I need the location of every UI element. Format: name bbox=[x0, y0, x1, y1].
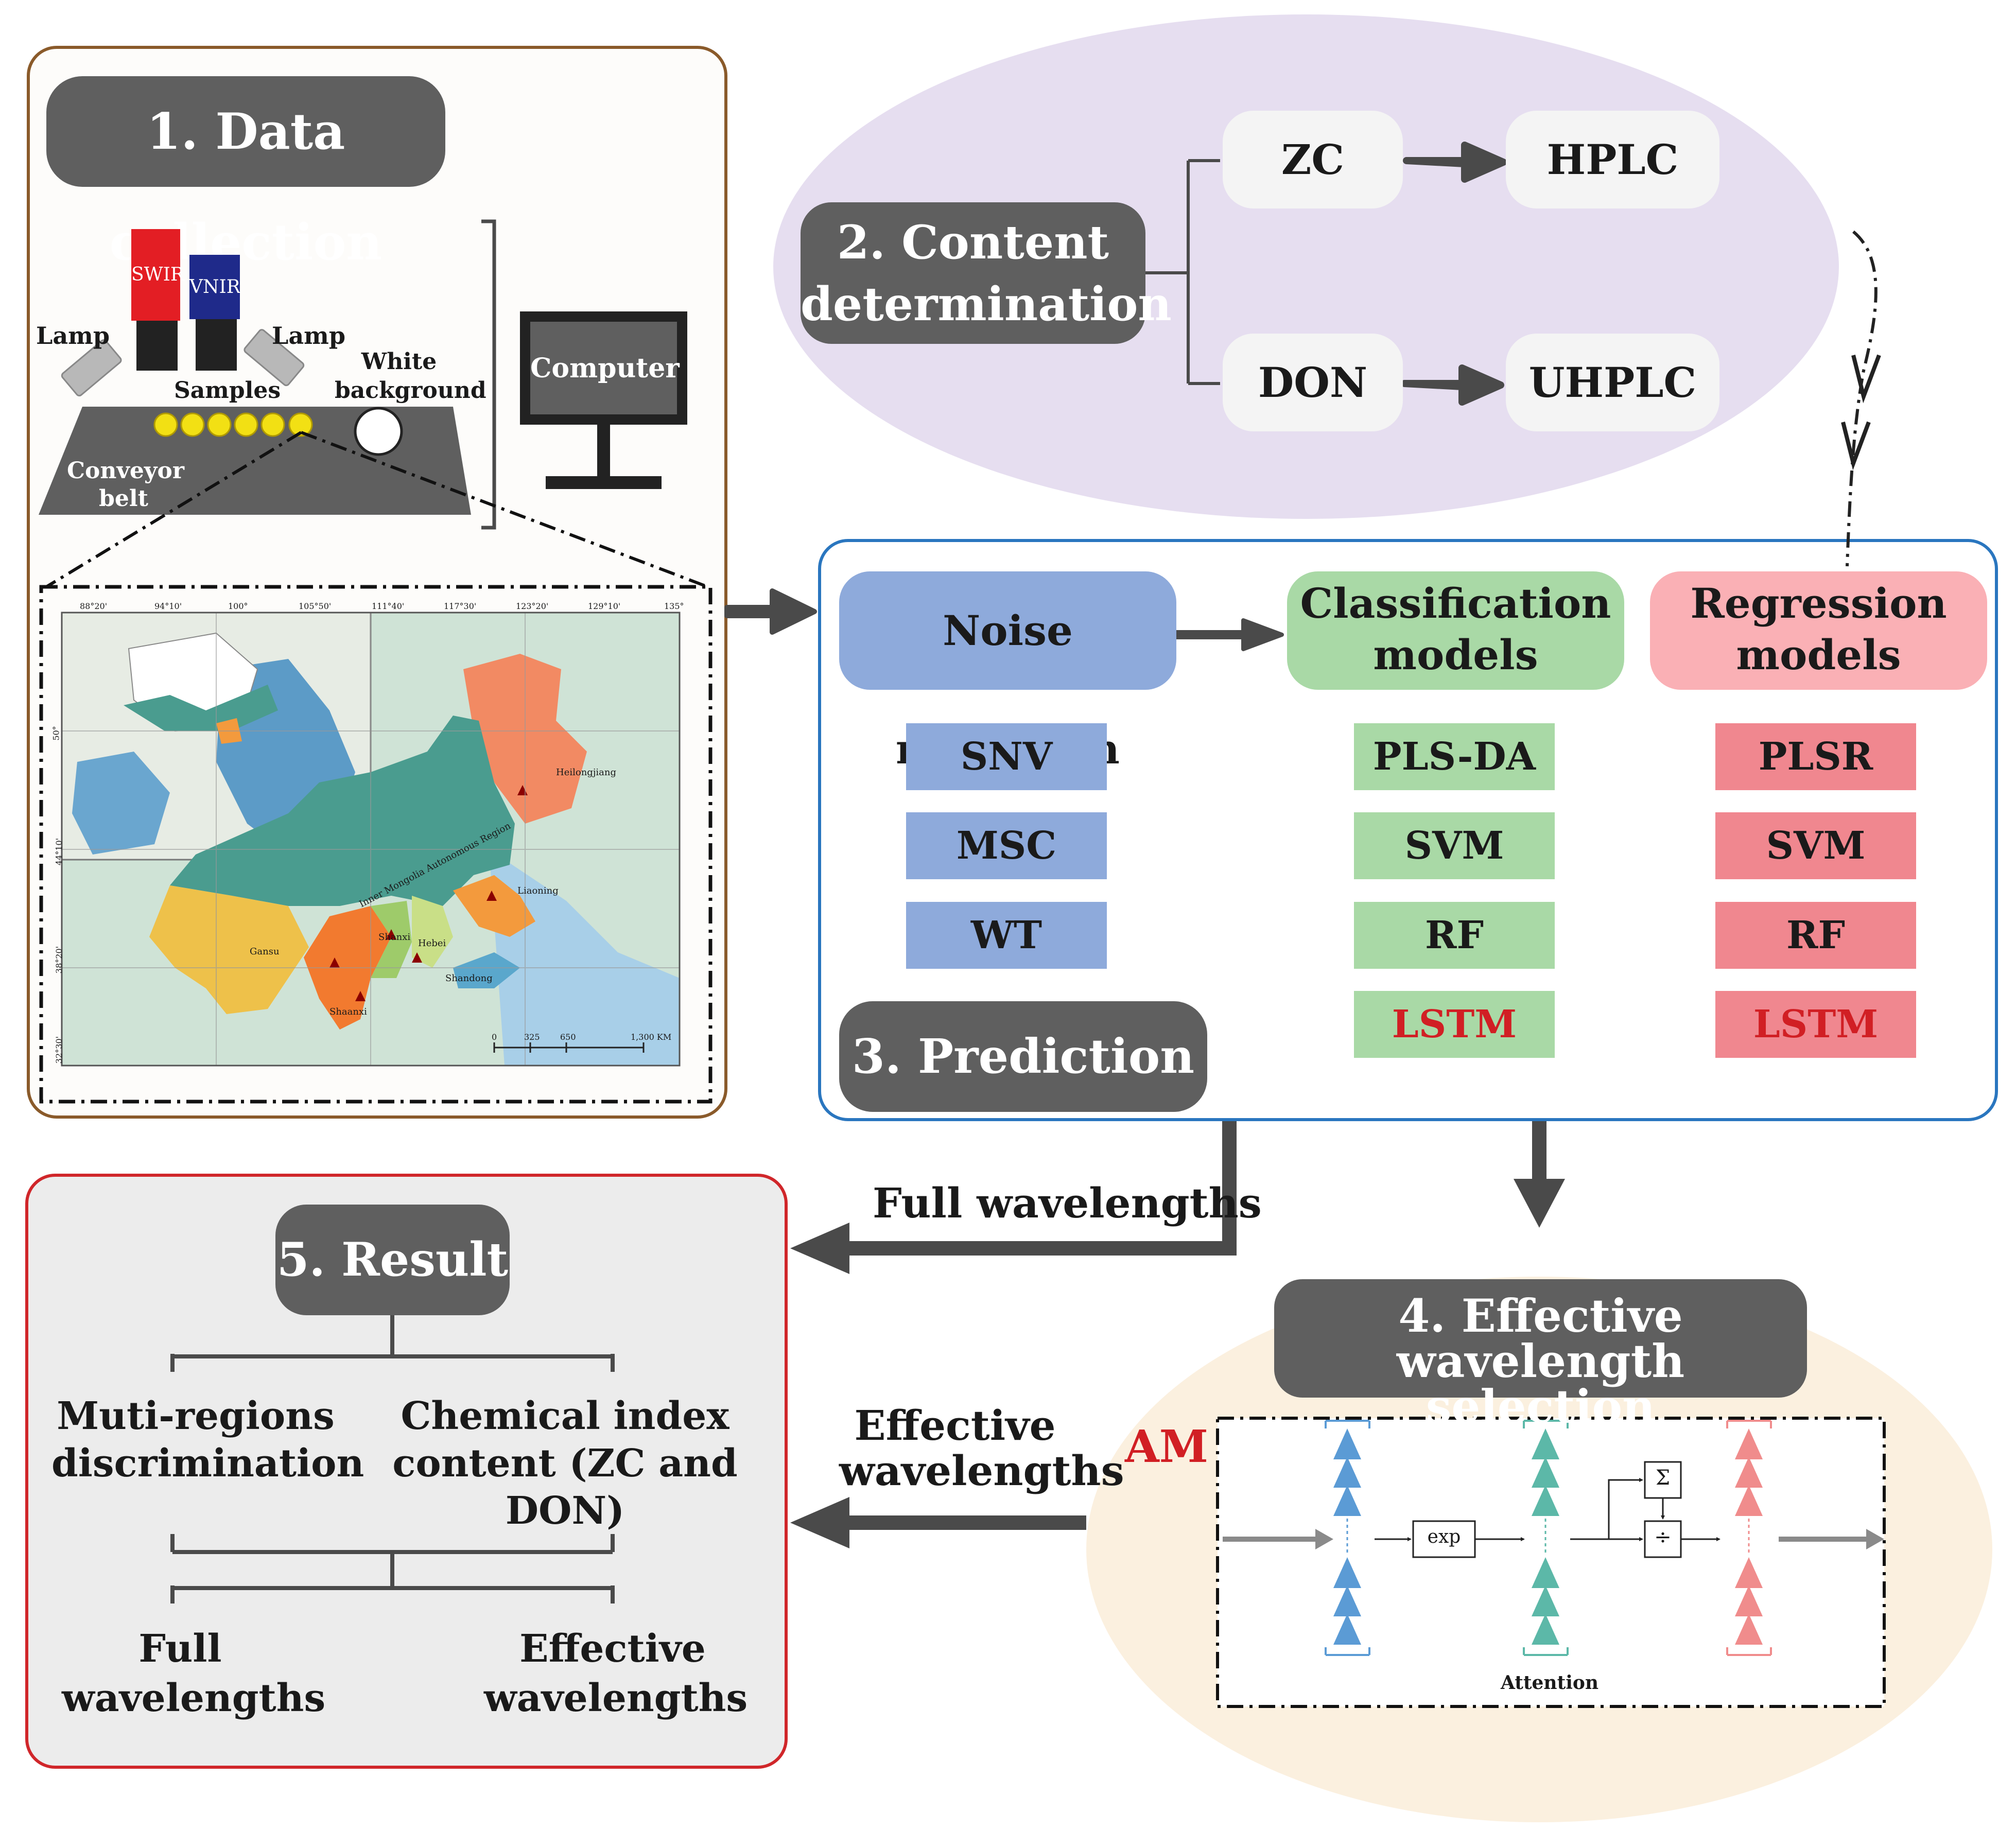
class-method-rf: RF bbox=[1354, 902, 1555, 969]
lamp-right-shape bbox=[244, 329, 305, 387]
attention-label: Attention bbox=[1500, 1672, 1599, 1694]
map-label-gansu: Gansu bbox=[250, 946, 280, 957]
map-scale-0: 0 bbox=[492, 1032, 497, 1042]
noise-reduction-header: Noise reduction bbox=[839, 571, 1176, 773]
sum-label: Σ bbox=[1655, 1466, 1671, 1490]
regression-models-header: Regression models bbox=[1650, 571, 1987, 690]
white-background-label: White background bbox=[335, 348, 486, 404]
classification-models-header: Classification models bbox=[1287, 571, 1624, 690]
exp-box bbox=[1412, 1520, 1476, 1558]
result-full-wavelengths: Full wavelengths bbox=[62, 1627, 326, 1720]
samples-label: Samples bbox=[174, 377, 281, 404]
noise-method-wt: WT bbox=[906, 902, 1107, 969]
vnir-camera-lens bbox=[196, 319, 237, 371]
swir-camera-lens bbox=[136, 319, 178, 371]
map-lat-tick: 50° bbox=[51, 726, 61, 741]
noise-to-classification-arrow bbox=[1174, 618, 1284, 651]
map-label-hebei: Hebei bbox=[418, 938, 446, 949]
regr-method-svm: SVM bbox=[1715, 812, 1916, 879]
lamp-left-label: Lamp bbox=[36, 322, 110, 350]
result-chemical-content: Chemical index content (ZC and DON) bbox=[392, 1394, 738, 1533]
map-lat-tick: 38°20' bbox=[54, 946, 64, 974]
map-lon-tick: 88°20' bbox=[80, 601, 108, 611]
attention-module-frame bbox=[1216, 1417, 1886, 1708]
don-box: DON bbox=[1223, 334, 1403, 431]
uhplc-box: UHPLC bbox=[1506, 334, 1719, 431]
map-lon-tick: 135° bbox=[664, 601, 684, 611]
collection-to-prediction-arrow bbox=[724, 588, 817, 635]
map-lon-tick: 94°10' bbox=[154, 601, 182, 611]
output-vector-column bbox=[1726, 1420, 1772, 1656]
map-label-liaoning: Liaoning bbox=[517, 885, 559, 896]
full-wavelengths-arrow bbox=[844, 1121, 1237, 1256]
map-lon-tick: 129°10' bbox=[588, 601, 621, 611]
data-collection-title: 1. Data collection bbox=[46, 76, 445, 271]
class-method-lstm: LSTM bbox=[1354, 991, 1555, 1058]
regr-method-plsr: PLSR bbox=[1715, 723, 1916, 790]
result-effective-wavelengths: Effective wavelengths bbox=[484, 1627, 748, 1720]
prediction-title: 3. Prediction bbox=[839, 1001, 1207, 1112]
map-scale-2: 650 bbox=[560, 1032, 576, 1042]
map-lon-tick: 100° bbox=[228, 601, 248, 611]
map-lat-tick: 32°30' bbox=[54, 1036, 64, 1064]
vnir-camera: VNIR bbox=[189, 255, 240, 319]
map-lon-tick: 123°20' bbox=[516, 601, 549, 611]
don-to-uhplc-arrow bbox=[1401, 364, 1504, 406]
study-area-map bbox=[61, 612, 681, 1067]
regr-method-rf: RF bbox=[1715, 902, 1916, 969]
map-lon-tick: 117°30' bbox=[444, 601, 477, 611]
input-vector-column bbox=[1325, 1420, 1370, 1656]
exp-label: exp bbox=[1427, 1526, 1461, 1547]
div-label: ÷ bbox=[1654, 1525, 1672, 1549]
map-dashed-frame bbox=[39, 585, 712, 1104]
zc-box: ZC bbox=[1223, 111, 1403, 208]
result-title: 5. Result bbox=[275, 1205, 510, 1315]
map-lon-tick: 105°50' bbox=[299, 601, 332, 611]
class-method-svm: SVM bbox=[1354, 812, 1555, 879]
class-method-plsda: PLS-DA bbox=[1354, 723, 1555, 790]
full-wavelengths-label: Full wavelengths bbox=[873, 1179, 1262, 1227]
result-frame bbox=[25, 1174, 788, 1769]
map-label-shanxi: Shanxi bbox=[378, 932, 411, 943]
lamp-left-shape bbox=[61, 339, 122, 397]
map-label-heilongjiang: Heilongjiang bbox=[556, 767, 616, 778]
am-label: AM bbox=[1125, 1421, 1208, 1473]
lamp-right-label: Lamp bbox=[272, 322, 345, 350]
noise-method-snv: SNV bbox=[906, 723, 1107, 790]
map-scale-3: 1,300 KM bbox=[631, 1032, 672, 1042]
white-background-disc bbox=[354, 407, 403, 456]
content-connectors bbox=[1144, 159, 1220, 385]
map-lat-tick: 44°10' bbox=[54, 838, 64, 866]
map-scale-1: 325 bbox=[524, 1032, 540, 1042]
map-label-shaanxi: Shaanxi bbox=[329, 1006, 367, 1017]
conveyor-belt-label: Conveyor belt bbox=[67, 458, 185, 512]
result-muti-regions: Muti-regions discrimination bbox=[51, 1394, 364, 1486]
hplc-box: HPLC bbox=[1506, 111, 1719, 208]
noise-method-msc: MSC bbox=[906, 812, 1107, 879]
exp-vector-column bbox=[1523, 1420, 1569, 1656]
content-determination-title: 2. Content determination bbox=[801, 202, 1172, 344]
effective-wavelengths-label: Effective wavelengths bbox=[839, 1401, 1124, 1495]
result-tree-connectors bbox=[170, 1314, 615, 1604]
content-to-prediction-arrow bbox=[1846, 230, 1878, 567]
device-bracket bbox=[481, 219, 496, 530]
map-lon-tick: 111°40' bbox=[372, 601, 405, 611]
attention-flow bbox=[1223, 1461, 1884, 1558]
computer-label: Computer bbox=[530, 353, 680, 384]
effective-selection-title: 4. Effective wavelength selection bbox=[1274, 1279, 1807, 1429]
zc-to-hplc-arrow bbox=[1403, 142, 1507, 183]
map-label-shandong: Shandong bbox=[445, 973, 493, 984]
regr-method-lstm: LSTM bbox=[1715, 991, 1916, 1058]
map-scale-bar bbox=[493, 1042, 645, 1053]
sample-dots bbox=[153, 412, 313, 437]
swir-camera: SWIR bbox=[131, 229, 184, 321]
